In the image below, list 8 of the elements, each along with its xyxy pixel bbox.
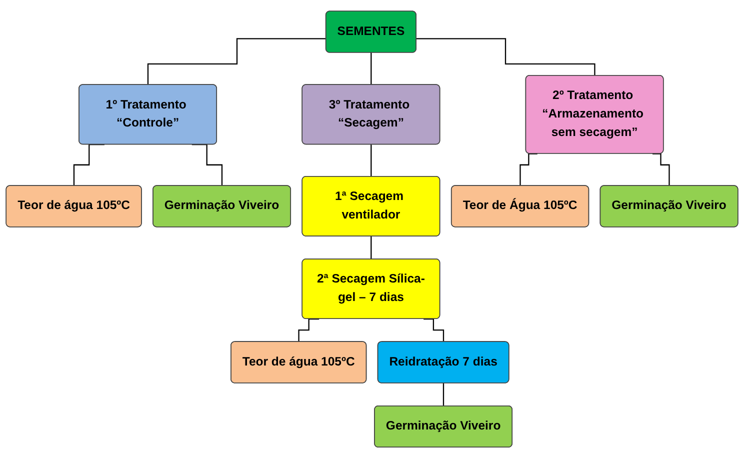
connector: [424, 318, 444, 343]
connector: [370, 236, 372, 260]
connector: [370, 52, 372, 86]
connector: [147, 38, 326, 86]
connector: [416, 38, 596, 77]
connector: [298, 318, 320, 343]
connector: [370, 144, 372, 178]
connector: [442, 383, 444, 408]
